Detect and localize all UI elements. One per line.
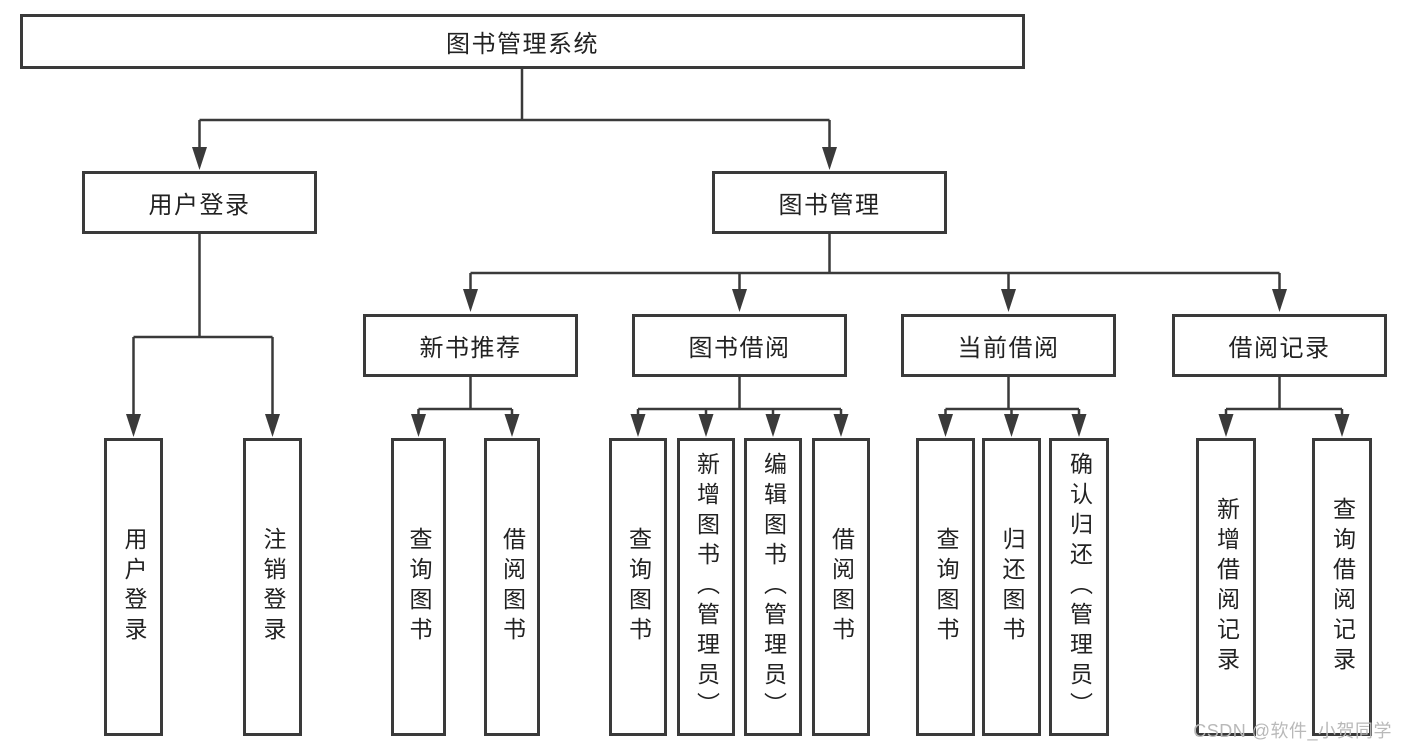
node-leaf-confirm-return-admin: 确认归还（管理员） <box>1049 438 1109 736</box>
connector-bookmgmt-to-level3 <box>469 234 1281 292</box>
node-label: 图书管理系统 <box>446 31 599 58</box>
node-current-borrow: 当前借阅 <box>901 314 1116 377</box>
node-label: 当前借阅 <box>957 335 1060 362</box>
node-leaf-logout: 注销登录 <box>243 438 302 736</box>
node-label: 查询借阅记录 <box>1329 497 1356 677</box>
arrow-icon <box>504 414 520 437</box>
node-leaf-return-books: 归还图书 <box>982 438 1041 736</box>
arrow-icon <box>1004 414 1019 437</box>
arrow-icon <box>938 414 953 437</box>
arrow-icon <box>1334 414 1350 437</box>
node-leaf-edit-books-admin: 编辑图书（管理员） <box>744 438 802 736</box>
node-leaf-query-books: 查询图书 <box>916 438 975 736</box>
node-label: 确认归还（管理员） <box>1066 452 1093 722</box>
node-label: 借阅图书 <box>828 527 855 647</box>
arrow-icon <box>192 147 207 170</box>
arrow-icon <box>265 414 280 437</box>
node-new-book-recommend: 新书推荐 <box>363 314 578 377</box>
arrow-icon <box>126 414 141 437</box>
node-label: 借阅图书 <box>499 527 526 647</box>
node-leaf-borrow-books: 借阅图书 <box>812 438 870 736</box>
connector-records-to-leaves <box>1224 377 1344 416</box>
watermark: CSDN @软件_小贺同学 <box>1193 721 1392 741</box>
connector-bookborrow-to-leaves <box>636 377 843 416</box>
arrow-icon <box>630 414 646 437</box>
arrow-icon <box>411 414 426 437</box>
node-leaf-query-borrow-record: 查询借阅记录 <box>1312 438 1372 736</box>
node-label: 图书管理 <box>778 192 881 219</box>
arrow-icon <box>1071 414 1087 437</box>
connector-userlogin-to-leaves <box>132 234 274 415</box>
node-label: 用户登录 <box>121 527 147 647</box>
node-leaf-add-books-admin: 新增图书（管理员） <box>677 438 735 736</box>
node-user-login: 用户登录 <box>82 171 317 234</box>
arrowheads <box>126 147 1350 437</box>
node-label: 注销登录 <box>260 527 286 647</box>
node-label: 新增图书（管理员） <box>693 452 720 722</box>
node-leaf-user-login: 用户登录 <box>104 438 163 736</box>
arrow-icon <box>765 414 781 437</box>
node-leaf-query-books: 查询图书 <box>609 438 667 736</box>
node-label: 归还图书 <box>999 527 1025 647</box>
node-label: 借阅记录 <box>1228 335 1331 362</box>
node-label: 图书借阅 <box>688 335 791 362</box>
connector-currentborrow-to-leaves <box>944 377 1081 416</box>
connector-root-to-level2 <box>198 69 831 150</box>
node-book-borrow: 图书借阅 <box>632 314 847 377</box>
node-label: 用户登录 <box>148 192 251 219</box>
node-label: 查询图书 <box>933 527 959 647</box>
arrow-icon <box>463 289 478 312</box>
arrow-icon <box>1272 289 1287 312</box>
arrow-icon <box>698 414 714 437</box>
node-label: 查询图书 <box>406 527 432 647</box>
node-leaf-borrow-books: 借阅图书 <box>484 438 540 736</box>
connector-newbook-to-leaves <box>417 377 514 416</box>
node-leaf-add-borrow-record: 新增借阅记录 <box>1196 438 1256 736</box>
node-label: 新增借阅记录 <box>1213 497 1240 677</box>
arrow-icon <box>833 414 849 437</box>
node-library-management-system: 图书管理系统 <box>20 14 1025 69</box>
arrow-icon <box>732 289 747 312</box>
arrow-icon <box>1001 289 1016 312</box>
arrow-icon <box>822 147 837 170</box>
node-label: 新书推荐 <box>419 335 522 362</box>
node-leaf-query-books: 查询图书 <box>391 438 446 736</box>
node-book-management: 图书管理 <box>712 171 947 234</box>
arrow-icon <box>1218 414 1234 437</box>
node-label: 查询图书 <box>625 527 652 647</box>
node-borrow-records: 借阅记录 <box>1172 314 1387 377</box>
node-label: 编辑图书（管理员） <box>760 452 787 722</box>
